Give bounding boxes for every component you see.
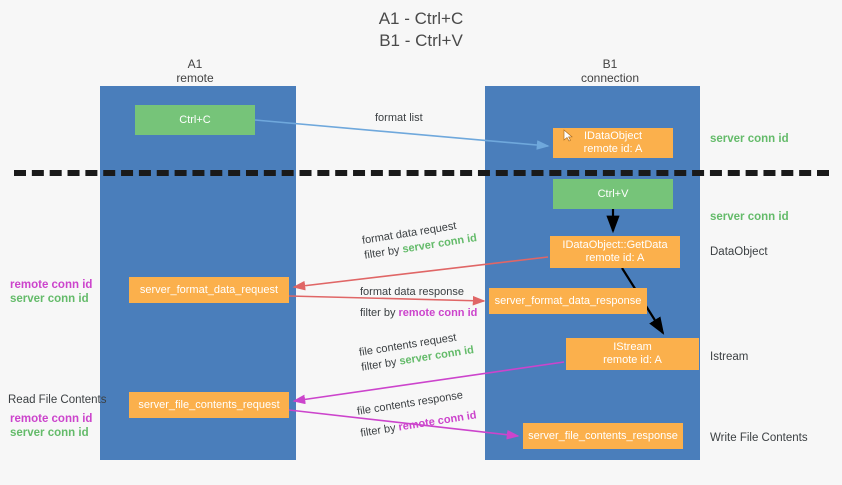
- message-format-data-response-line1: format data response: [360, 286, 464, 298]
- node-ctrl-c[interactable]: Ctrl+C: [135, 105, 255, 135]
- node-server-format-data-response-label: server_format_data_response: [494, 294, 642, 307]
- annotation-server-conn-id-top: server conn id: [710, 133, 789, 145]
- arrow-format-list: [254, 119, 550, 150]
- node-ctrl-v[interactable]: Ctrl+V: [553, 179, 673, 209]
- node-server-file-contents-response-label: server_file_contents_response: [528, 429, 678, 442]
- node-getdata-line2: remote id: A: [585, 252, 645, 264]
- annotation-left-conn-ids-format: remote conn id server conn id: [10, 278, 92, 306]
- node-server-file-contents-request-label: server_file_contents_request: [138, 398, 280, 411]
- annotation-remote-conn-id-2: remote conn id: [10, 413, 93, 425]
- node-ctrl-v-label: Ctrl+V: [597, 187, 629, 200]
- node-idataobject-line2: remote id: A: [583, 143, 643, 155]
- node-idataobject-getdata[interactable]: IDataObject::GetData remote id: A: [550, 236, 680, 268]
- lane-header-a1: A1 remote: [176, 57, 214, 85]
- message-format-data-response-filter: filter by remote conn id: [360, 306, 477, 321]
- annotation-remote-conn-id-1: remote conn id: [10, 279, 93, 291]
- node-istream-line2: remote id: A: [603, 354, 662, 366]
- arrow-format-data-response: [288, 295, 486, 306]
- message-label-format-list: format list: [375, 111, 423, 126]
- node-server-file-contents-request[interactable]: server_file_contents_request: [129, 392, 289, 418]
- node-server-format-data-request[interactable]: server_format_data_request: [129, 277, 289, 303]
- arrow-format-data-request: [292, 256, 549, 291]
- annotation-left-conn-ids-file: remote conn id server conn id: [10, 412, 92, 440]
- page-title: A1 - Ctrl+C B1 - Ctrl+V: [378, 9, 464, 50]
- arrow-file-contents-request: [292, 361, 565, 405]
- filter-value-remote-conn-id: remote conn id: [398, 307, 478, 319]
- node-ctrl-c-label: Ctrl+C: [179, 113, 211, 126]
- annotation-dataobject: DataObject: [710, 246, 768, 258]
- filter-prefix: filter by: [360, 307, 399, 319]
- annotation-server-conn-id-2: server conn id: [10, 427, 89, 439]
- node-istream[interactable]: IStream remote id: A: [566, 338, 699, 370]
- annotation-istream: Istream: [710, 351, 749, 363]
- annotation-server-conn-id-mid: server conn id: [710, 211, 789, 223]
- message-label-format-data-response: format data response filter by remote co…: [360, 285, 477, 321]
- arrow-file-contents-response: [288, 409, 520, 440]
- message-format-list-text: format list: [375, 112, 423, 124]
- node-server-format-data-request-label: server_format_data_request: [139, 283, 279, 296]
- node-idataobject-line1: IDataObject: [583, 130, 643, 142]
- machine-boundary-divider: [14, 170, 829, 176]
- node-getdata-line1: IDataObject::GetData: [562, 239, 668, 251]
- node-idataobject[interactable]: IDataObject remote id: A: [553, 128, 673, 158]
- lane-header-b1: B1 connection: [580, 57, 640, 85]
- annotation-server-conn-id-1: server conn id: [10, 293, 89, 305]
- node-server-file-contents-response[interactable]: server_file_contents_response: [523, 423, 683, 449]
- annotation-write-file-contents: Write File Contents: [710, 432, 808, 444]
- node-server-format-data-response[interactable]: server_format_data_response: [489, 288, 647, 314]
- annotation-read-file-contents: Read File Contents: [8, 394, 107, 406]
- node-istream-line1: IStream: [613, 341, 652, 353]
